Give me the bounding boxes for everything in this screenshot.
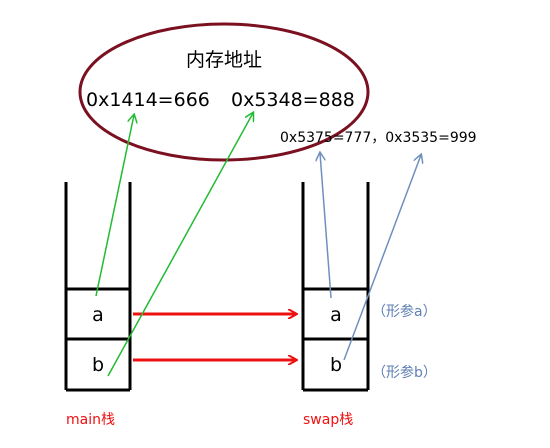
memory-title: 内存地址 [186, 49, 262, 71]
main-cell-a: a [92, 304, 104, 326]
memory-entry-a: 0x1414=666 [86, 89, 210, 111]
swap-b-pointer [343, 155, 421, 361]
swap-stack-label: swap栈 [303, 412, 353, 428]
param-a-label: （形参a） [372, 303, 437, 320]
main-a-pointer [95, 115, 134, 297]
memory-entry-b: 0x5348=888 [231, 89, 355, 111]
main-cell-b: b [92, 354, 104, 376]
main-b-pointer [107, 113, 253, 377]
param-b-label: （形参b） [372, 364, 437, 381]
swap-memory-note: 0x5375=777，0x3535=999 [280, 130, 477, 146]
swap-stack [301, 182, 370, 392]
swap-cell-b: b [330, 354, 342, 376]
memory-ellipse [78, 22, 370, 162]
main-stack [64, 182, 132, 392]
swap-cell-a: a [330, 304, 342, 326]
swap-a-pointer [320, 153, 332, 299]
main-stack-label: main栈 [66, 412, 115, 428]
